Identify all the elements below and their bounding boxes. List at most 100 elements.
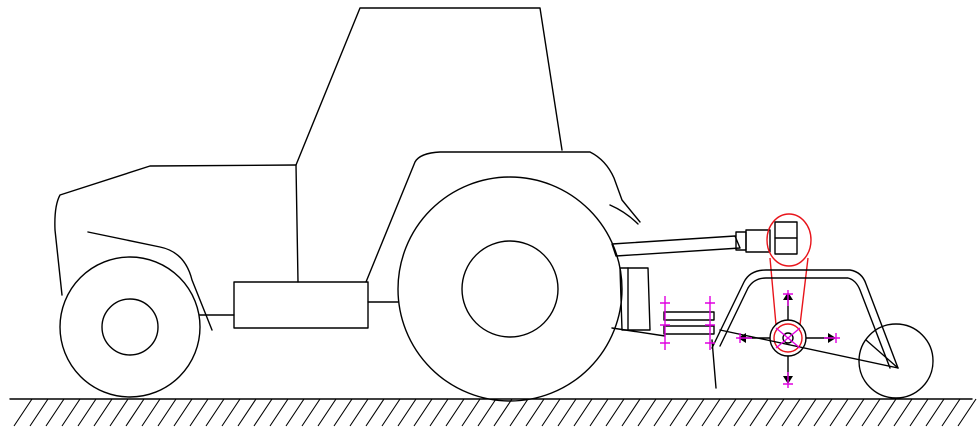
hatch-line <box>605 398 625 427</box>
fastener-rotor-sides <box>736 333 840 343</box>
cab-pillar <box>295 164 299 283</box>
hatch-line <box>29 398 49 427</box>
hatch-line <box>301 398 321 427</box>
hatch-line <box>861 398 881 427</box>
hatch-line <box>653 398 673 427</box>
hatch-line <box>445 398 465 427</box>
hatch-line <box>365 398 385 427</box>
hatch-line <box>61 398 81 427</box>
hatch-line <box>253 398 273 427</box>
hatch-line <box>909 398 929 427</box>
hatch-line <box>45 398 65 427</box>
ground-hatching <box>13 398 977 427</box>
hatch-line <box>733 398 753 427</box>
hatch-line <box>541 398 561 427</box>
hatch-line <box>125 398 145 427</box>
fender-edge <box>609 204 639 225</box>
hatch-line <box>845 398 865 427</box>
fasteners <box>660 290 840 388</box>
ground <box>9 398 977 427</box>
drive-belt-sides <box>769 257 809 326</box>
hatch-line <box>765 398 785 427</box>
hatch-line <box>557 398 577 427</box>
depth-wheel-tire <box>858 323 934 399</box>
fastener-rotor-ends <box>783 290 793 388</box>
hatch-line <box>717 398 737 427</box>
rear-wheel <box>397 176 623 402</box>
depth-wheel-arm <box>865 339 899 369</box>
three-point-hitch <box>611 267 717 389</box>
hatch-line <box>285 398 305 427</box>
hatch-line <box>477 398 497 427</box>
cab <box>295 7 563 283</box>
hatch-line <box>685 398 705 427</box>
drive-pulley <box>766 213 812 267</box>
hatch-line <box>157 398 177 427</box>
pto-shaft <box>611 229 771 257</box>
hatch-line <box>413 398 433 427</box>
hatch-line <box>621 398 641 427</box>
frame-inner <box>719 277 891 369</box>
hatch-line <box>701 398 721 427</box>
rear-rim <box>461 240 559 338</box>
hatch-line <box>317 398 337 427</box>
hatch-line <box>925 398 945 427</box>
hatch-line <box>381 398 401 427</box>
rotor-center <box>782 332 794 344</box>
hatch-line <box>957 398 977 427</box>
hatch-line <box>829 398 849 427</box>
hatch-line <box>589 398 609 427</box>
pto-joint <box>745 229 771 253</box>
rear-fender <box>365 151 641 283</box>
hatch-line <box>573 398 593 427</box>
lower-link <box>611 327 666 337</box>
hitch-arm-upper <box>663 311 715 321</box>
hatch-line <box>109 398 129 427</box>
gearbox <box>774 221 798 255</box>
hatch-line <box>525 398 545 427</box>
hatch-line <box>77 398 97 427</box>
hatch-line <box>669 398 689 427</box>
hatch-line <box>797 398 817 427</box>
hatch-line <box>397 398 417 427</box>
pto-tube <box>611 235 741 257</box>
frame-brace <box>719 329 899 369</box>
fastener-hitch-right <box>705 296 715 350</box>
hatch-line <box>173 398 193 427</box>
fastener-rotor-hub <box>775 327 801 349</box>
hatch-line <box>813 398 833 427</box>
hatch-line <box>93 398 113 427</box>
hatch-line <box>205 398 225 427</box>
hatch-line <box>877 398 897 427</box>
hatch-line <box>461 398 481 427</box>
hitch-bracket <box>619 267 651 331</box>
hatch-line <box>13 398 33 427</box>
hatch-line <box>349 398 369 427</box>
hatch-line <box>941 398 961 427</box>
fuel-tank <box>233 281 369 329</box>
front-rim <box>101 298 159 356</box>
drive-belt <box>766 213 812 353</box>
hood <box>54 164 297 331</box>
hatch-line <box>493 398 513 427</box>
front-fender <box>87 231 213 331</box>
hatch-line <box>749 398 769 427</box>
cab-roof-outline <box>295 7 563 166</box>
front-tire <box>59 256 201 398</box>
hatch-line <box>893 398 913 427</box>
front-wheel <box>59 256 201 398</box>
implement-frame <box>711 269 899 369</box>
hatch-line <box>781 398 801 427</box>
hatch-line <box>237 398 257 427</box>
hatch-line <box>189 398 209 427</box>
hatch-line <box>221 398 241 427</box>
hatch-line <box>333 398 353 427</box>
hatch-line <box>429 398 449 427</box>
hatch-line <box>269 398 289 427</box>
rotor-hub-ring <box>773 323 803 353</box>
frame-outer <box>711 269 899 369</box>
hood-outline <box>54 164 297 296</box>
depth-wheel <box>858 323 934 399</box>
